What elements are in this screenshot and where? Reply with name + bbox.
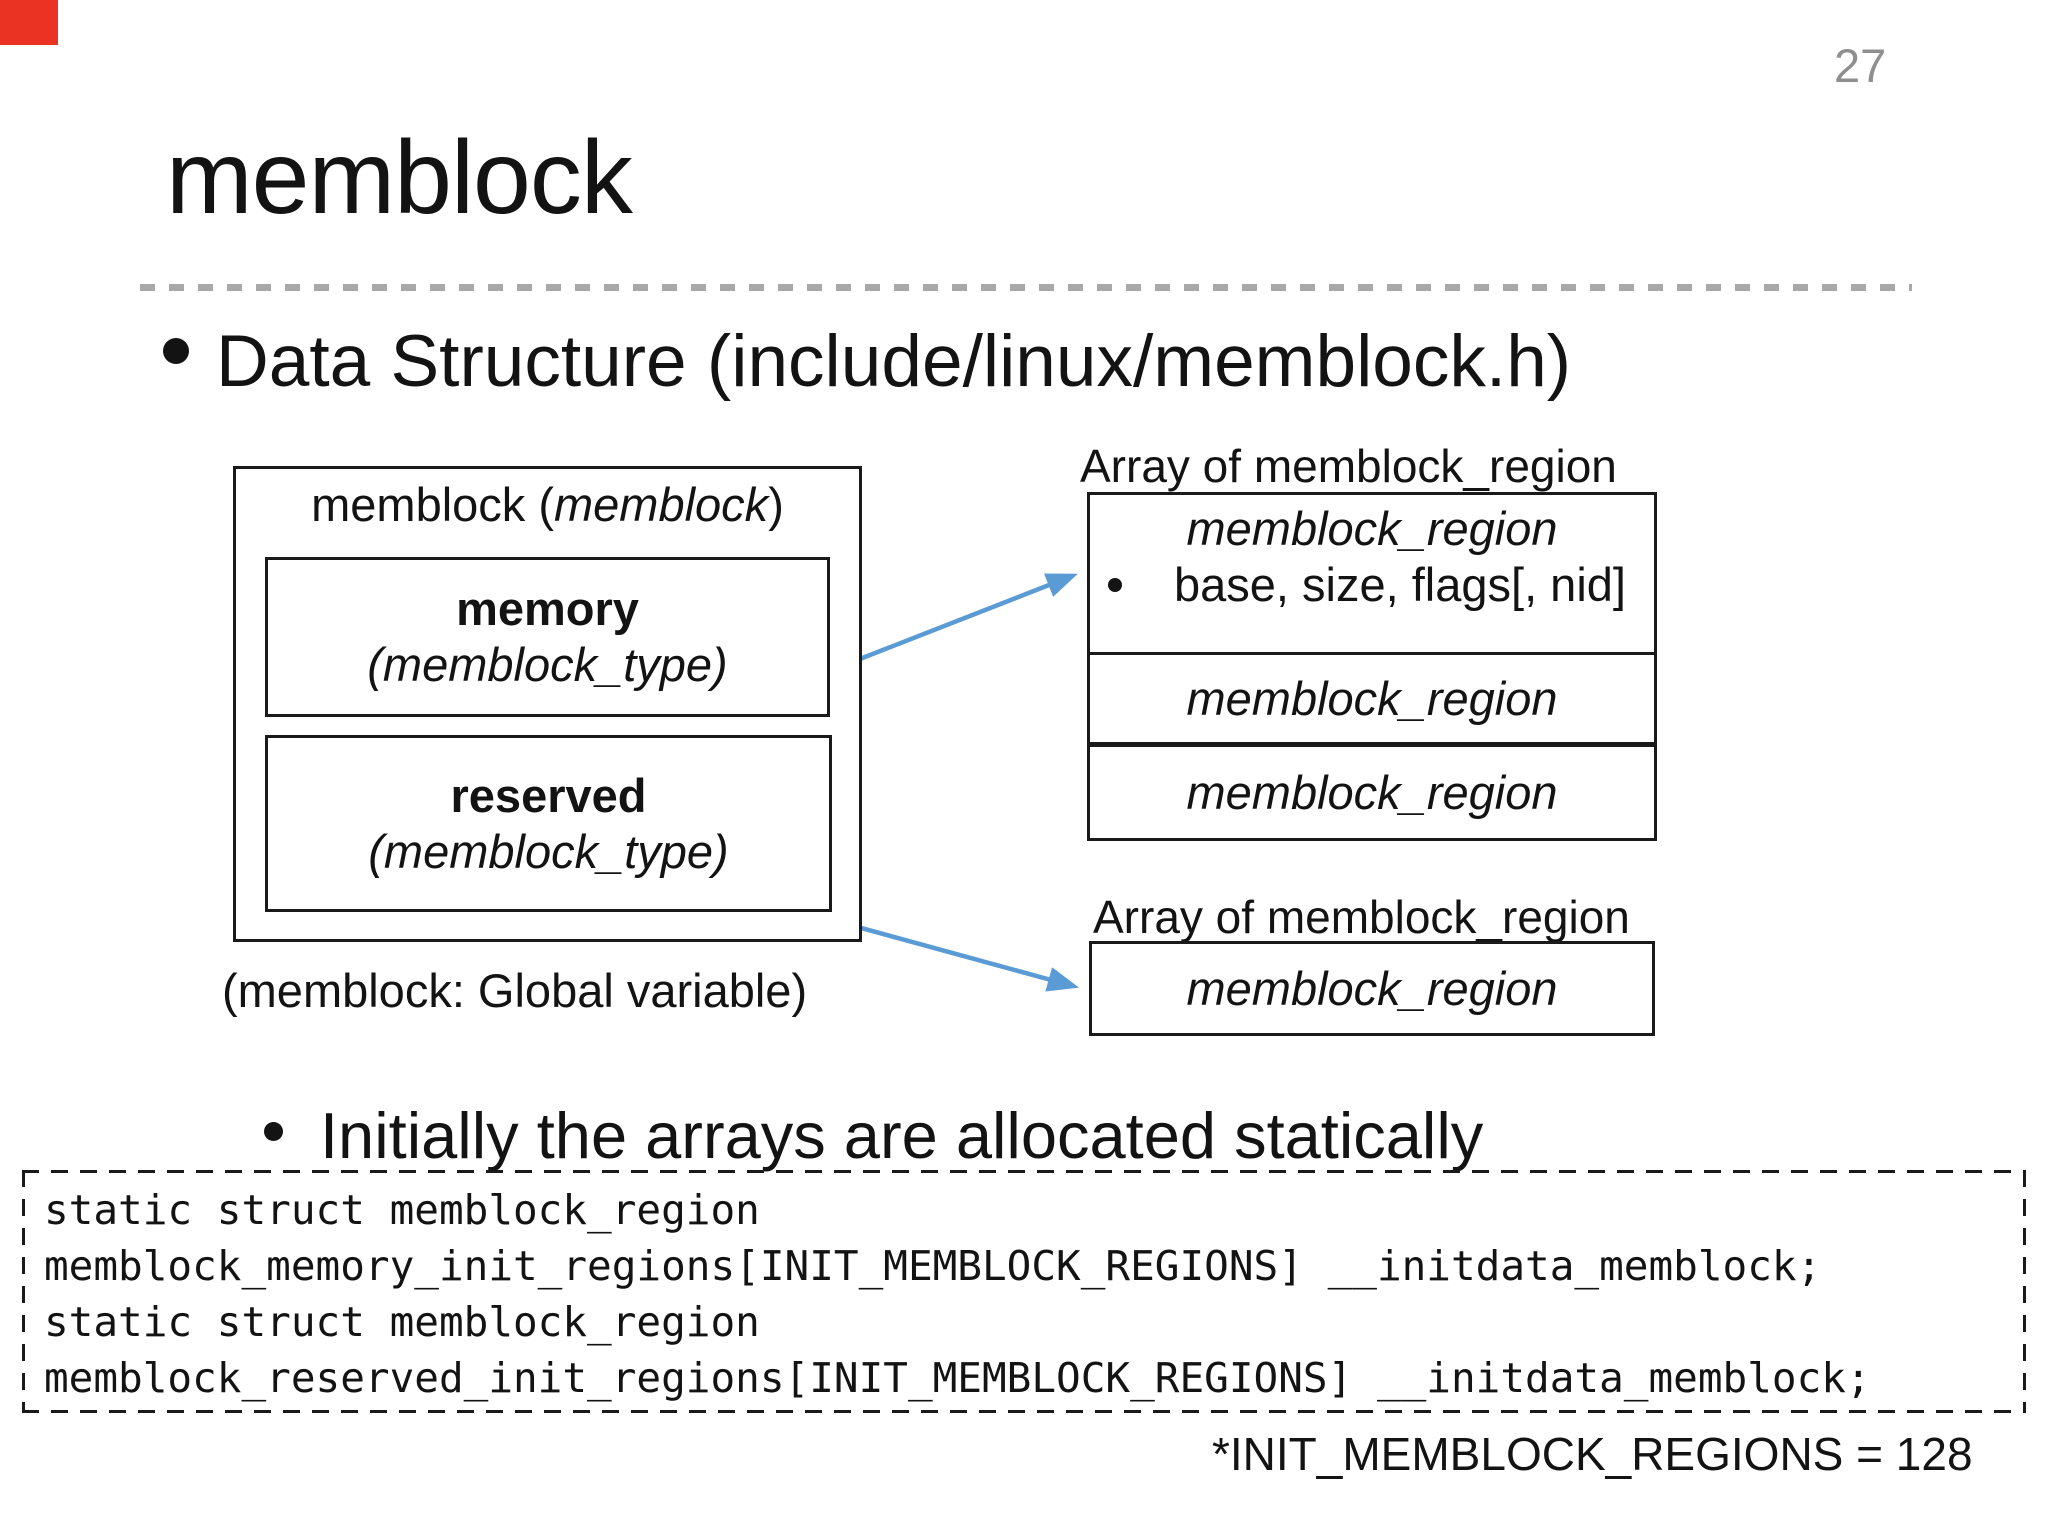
code-line: static struct memblock_region xyxy=(44,1186,760,1234)
array1-heading: Array of memblock_region xyxy=(1080,440,1617,492)
page-title: memblock xyxy=(166,120,633,236)
memory-box-name: memory xyxy=(456,582,639,635)
bullet-item-initially: Initially the arrays are allocated stati… xyxy=(320,1099,1484,1172)
corner-marker xyxy=(0,0,58,45)
code-border-top xyxy=(22,1170,2026,1173)
array2-heading: Array of memblock_region xyxy=(1093,891,1630,943)
footnote: *INIT_MEMBLOCK_REGIONS = 128 xyxy=(1212,1428,1973,1480)
memblock-caption: (memblock: Global variable) xyxy=(222,964,808,1017)
bullet-icon xyxy=(163,338,189,364)
bullet-icon xyxy=(1108,578,1122,592)
array2-box: memblock_region xyxy=(1089,941,1655,1036)
code-block: static struct memblock_region memblock_m… xyxy=(22,1170,2026,1413)
array1-box: memblock_region base, size, flags[, nid]… xyxy=(1087,492,1657,841)
code-border-right xyxy=(2023,1170,2026,1413)
title-divider xyxy=(140,284,1912,291)
memory-box-type: (memblock_type) xyxy=(367,638,728,691)
bullet-icon xyxy=(264,1122,283,1141)
array1-row2: memblock_region xyxy=(1090,655,1654,747)
code-line: static struct memblock_region xyxy=(44,1298,760,1346)
code-line: memblock_reserved_init_regions[INIT_MEMB… xyxy=(44,1354,1871,1402)
array1-row3: memblock_region xyxy=(1186,765,1558,819)
bullet-item-data-structure: Data Structure (include/linux/memblock.h… xyxy=(216,321,1572,402)
reserved-box: reserved (memblock_type) xyxy=(265,735,832,912)
array1-row1-fields: base, size, flags[, nid] xyxy=(1174,558,1626,611)
array1-row1-title: memblock_region xyxy=(1186,502,1558,555)
reserved-box-type: (memblock_type) xyxy=(368,824,729,878)
code-line: memblock_memory_init_regions[INIT_MEMBLO… xyxy=(44,1242,1822,1290)
reserved-box-name: reserved xyxy=(450,768,647,822)
page-number: 27 xyxy=(1834,39,1887,92)
code-border-bottom xyxy=(22,1410,2026,1413)
array1-row1: memblock_region base, size, flags[, nid] xyxy=(1090,495,1654,655)
code-border-left xyxy=(22,1170,25,1413)
memory-box: memory (memblock_type) xyxy=(265,557,830,717)
memblock-box-title: memblock (memblock) xyxy=(311,478,784,531)
